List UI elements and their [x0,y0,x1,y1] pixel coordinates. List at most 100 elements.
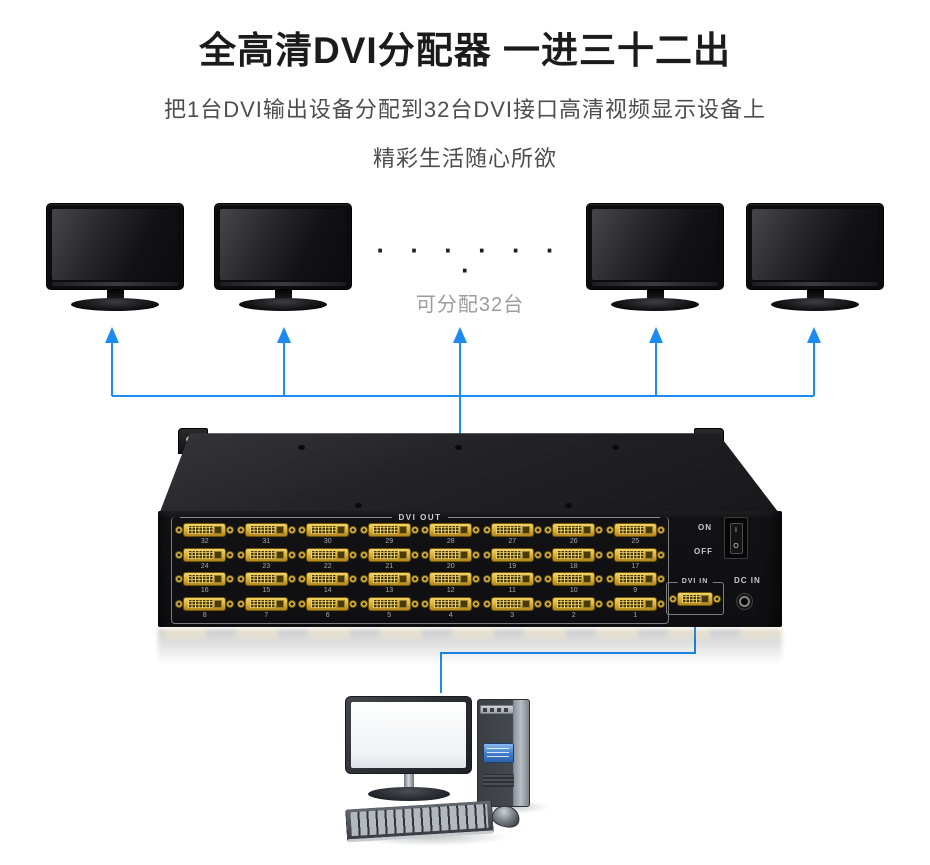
dvi-connector-icon [237,597,295,612]
display-monitor-2 [214,203,352,311]
monitor-stand [106,290,124,301]
dvi-out-port-13: 13 [359,572,421,597]
monitor-bezel [746,203,884,290]
port-number: 30 [323,537,332,545]
arrow-up-icon [807,327,821,343]
dvi-out-legend: DVI OUT [172,513,668,522]
dvi-connector-icon [237,572,295,587]
dvi-out-port-3: 3 [482,596,544,621]
switch-on-mark: I [735,526,737,534]
port-number: 22 [323,562,332,570]
port-number: 14 [323,587,332,595]
dvi-out-port-30: 30 [297,522,359,547]
dvi-out-port-15: 15 [236,572,298,597]
port-number: 29 [385,537,394,545]
dvi-connector-icon [483,597,541,612]
dvi-connector-icon [299,572,357,587]
dvi-connector-icon [360,547,418,562]
dvi-out-port-6: 6 [297,596,359,621]
device-reflection [158,629,782,671]
dvi-out-port-4: 4 [420,596,482,621]
distribution-note: · · · · · · · 可分配32台 [360,237,580,317]
dvi-connector-icon [176,597,234,612]
port-number: 21 [385,562,394,570]
monitor-base [71,298,159,311]
dvi-out-port-18: 18 [543,547,605,572]
port-number: 2 [571,612,576,620]
pc-monitor-stand [404,774,414,790]
port-number: 23 [262,562,271,570]
distribution-count-label: 可分配32台 [415,294,525,316]
dvi-out-port-9: 9 [605,572,667,597]
port-number: 20 [446,562,455,570]
dvi-connector-icon [360,597,418,612]
port-number: 12 [446,587,455,595]
dvi-out-port-23: 23 [236,547,298,572]
dvi-connector-icon [545,522,603,537]
power-on-label: ON [698,523,712,532]
screw-icon [298,445,305,450]
port-number: 11 [508,587,516,595]
dvi-connector-icon [299,522,357,537]
port-number: 31 [262,537,271,545]
port-number: 7 [264,612,269,620]
screw-icon [612,445,619,450]
dvi-connector-icon [360,522,418,537]
dvi-connector-icon [483,522,541,537]
monitor-base [771,298,859,311]
keyboard-keys [350,803,489,837]
dc-in-label: DC IN [734,576,761,585]
subtitle-line1: 把1台DVI输出设备分配到32台DVI接口高清视频显示设备上 [163,97,767,122]
dvi-connector-icon [606,547,664,562]
port-number: 6 [325,612,330,620]
arrow-up-icon [453,327,467,343]
monitor-screen [220,209,346,280]
screw-icon [565,503,572,508]
dvi-out-port-7: 7 [236,596,298,621]
dc-in-jack [736,593,753,610]
monitor-screen [592,209,718,280]
dvi-connector-icon [299,597,357,612]
dvi-out-port-31: 31 [236,522,298,547]
power-switch: I O [724,517,748,559]
dvi-connector-icon [483,572,541,587]
monitor-stand [274,290,292,301]
port-number: 17 [631,562,640,570]
dvi-connector-icon [606,572,664,587]
display-monitor-1 [46,203,184,311]
dvi-out-port-17: 17 [605,547,667,572]
port-number: 10 [569,587,578,595]
tower-drive-bay [480,705,514,714]
arrow-up-icon [277,327,291,343]
port-number: 8 [202,612,207,620]
port-number: 19 [508,562,517,570]
display-monitor-4 [746,203,884,311]
pc-screen [351,702,466,768]
dvi-out-port-12: 12 [420,572,482,597]
dvi-connector-icon [422,547,480,562]
port-number: 3 [510,612,515,620]
dvi-connector-icon [176,547,234,562]
port-number: 32 [200,537,209,545]
pc-tower [477,699,530,807]
arrow-up-icon [649,327,663,343]
port-number: 27 [508,537,517,545]
dvi-out-port-26: 26 [543,522,605,547]
dvi-connector-icon [545,597,603,612]
monitor-screen [752,209,878,280]
dvi-out-port-1: 1 [605,596,667,621]
dvi-out-port-25: 25 [605,522,667,547]
monitor-bezel [214,203,352,290]
dvi-connector-icon [299,547,357,562]
subtitle-line2: 精彩生活随心所欲 [372,146,557,171]
monitor-bezel [46,203,184,290]
port-number: 28 [446,537,455,545]
dvi-out-port-20: 20 [420,547,482,572]
port-number: 13 [385,587,394,595]
dvi-in-panel: DVI IN [666,578,724,615]
